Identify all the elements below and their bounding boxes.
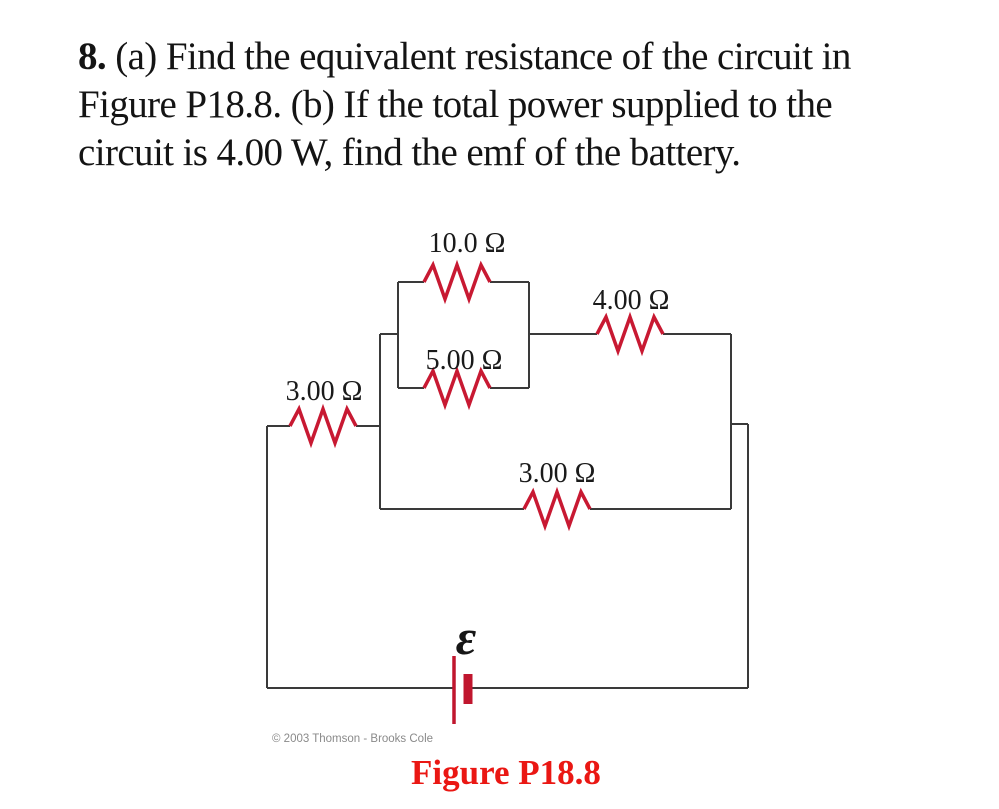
resistor-4ohm-symbol [595,311,665,357]
resistor-5ohm-symbol [422,365,492,411]
battery-symbol [452,656,473,724]
problem-line-1: 8. (a) Find the equivalent resistance of… [78,33,851,81]
problem-line-2: Figure P18.8. (b) If the total power sup… [78,83,833,126]
resistor-3ohm-bottom-symbol [522,486,592,532]
figure-caption: Figure P18.8 [411,753,601,792]
resistor-5ohm-label: 5.00 Ω [426,345,503,376]
circuit-labels: 10.0 Ω 5.00 Ω 4.00 Ω 3.00 Ω 3.00 Ω ε © 2… [272,228,669,792]
resistor-10ohm-label: 10.0 Ω [429,228,506,259]
resistor-3ohm-left-symbol [288,403,358,449]
problem-statement: 8. (a) Find the equivalent resistance of… [78,33,851,177]
copyright-notice: © 2003 Thomson - Brooks Cole [272,733,433,745]
resistor-3ohm-left-label: 3.00 Ω [286,376,363,407]
resistor-symbols [288,259,665,532]
problem-line-1-text: (a) Find the equivalent resistance of th… [106,35,851,78]
problem-number: 8. [78,35,107,78]
battery-emf-label: ε [456,609,477,665]
problem-line-3: circuit is 4.00 W, find the emf of the b… [78,131,741,174]
circuit-wires [266,281,749,689]
resistor-3ohm-bottom-label: 3.00 Ω [519,458,596,489]
resistor-4ohm-label: 4.00 Ω [593,285,670,316]
resistor-10ohm-symbol [422,259,492,305]
